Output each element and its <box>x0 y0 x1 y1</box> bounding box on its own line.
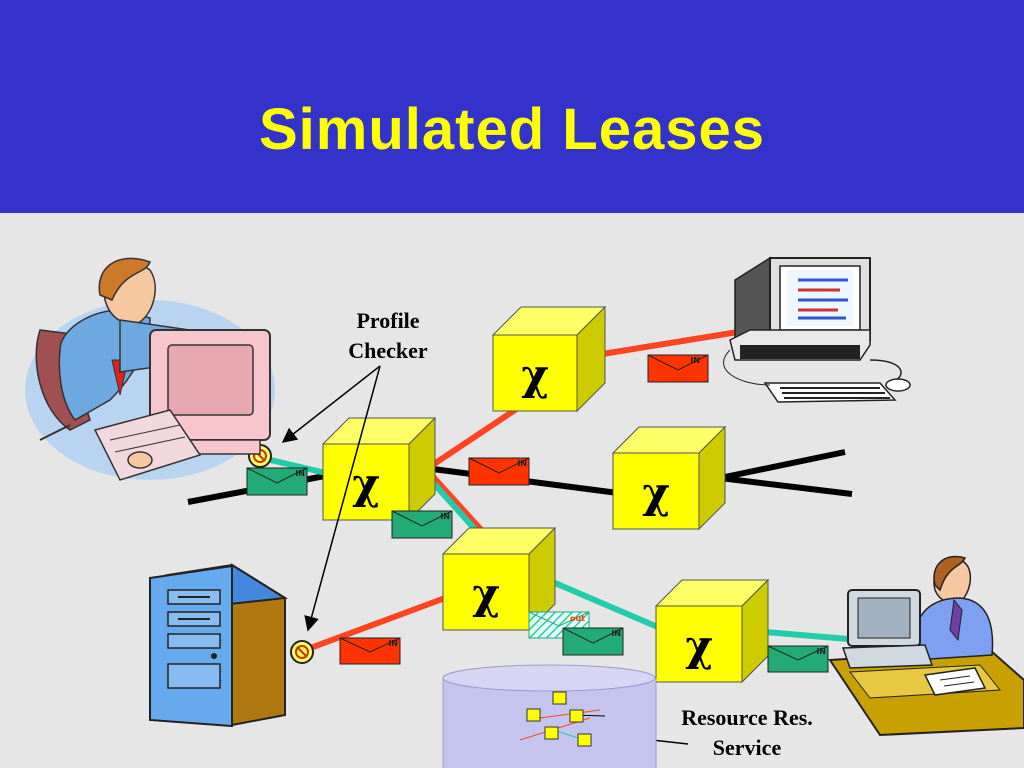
svg-text:IN: IN <box>517 459 527 468</box>
server-tower-icon <box>149 563 288 728</box>
svg-text:IN: IN <box>816 647 826 656</box>
svg-text:IN: IN <box>690 356 700 365</box>
profile-checker-label: Profile Checker <box>348 308 428 363</box>
link-red <box>423 397 532 473</box>
svg-text:IN: IN <box>295 469 305 478</box>
svg-text:IN: IN <box>611 629 621 638</box>
link-red <box>303 595 447 653</box>
desktop-computer-icon <box>723 256 911 403</box>
no-entry-icon <box>290 640 314 664</box>
svg-text:IN: IN <box>388 639 398 648</box>
node-symbol: χ <box>521 350 549 399</box>
title-bar <box>0 0 1024 213</box>
envelope-in: IN <box>468 457 530 486</box>
link-teal <box>261 455 331 477</box>
node-symbol: χ <box>685 621 713 670</box>
link-teal <box>764 629 861 643</box>
node-cube: χ <box>611 425 727 531</box>
node-symbol: χ <box>472 569 500 618</box>
link-black <box>719 475 853 497</box>
link-teal <box>546 577 662 631</box>
node-cube: χ <box>441 526 557 632</box>
envelope-in: IN <box>391 510 453 539</box>
link-black <box>719 449 846 481</box>
envelope-in: IN <box>246 467 308 496</box>
svg-text:out: out <box>570 614 585 623</box>
svg-text:IN: IN <box>440 512 450 521</box>
node-symbol: χ <box>352 459 380 508</box>
profile-checker-arrow <box>304 365 381 632</box>
node-cube: χ <box>491 305 607 413</box>
database-cylinder-icon <box>442 664 657 768</box>
profile-checker-arrow <box>281 365 381 443</box>
worker-at-desk-icon <box>828 555 1024 737</box>
envelope-in: IN <box>339 637 401 665</box>
envelope-in: IN <box>647 354 709 383</box>
node-cube: χ <box>654 578 770 684</box>
node-cube: χ <box>321 416 437 522</box>
businessman-at-computer-icon <box>25 257 275 481</box>
page-title: Simulated Leases <box>259 97 765 162</box>
resource-service-label: Resource Res. Service <box>681 705 813 760</box>
envelope-in: IN <box>562 627 624 656</box>
envelope-in: IN <box>767 645 829 673</box>
link-red <box>589 329 739 359</box>
node-symbol: χ <box>642 468 670 517</box>
